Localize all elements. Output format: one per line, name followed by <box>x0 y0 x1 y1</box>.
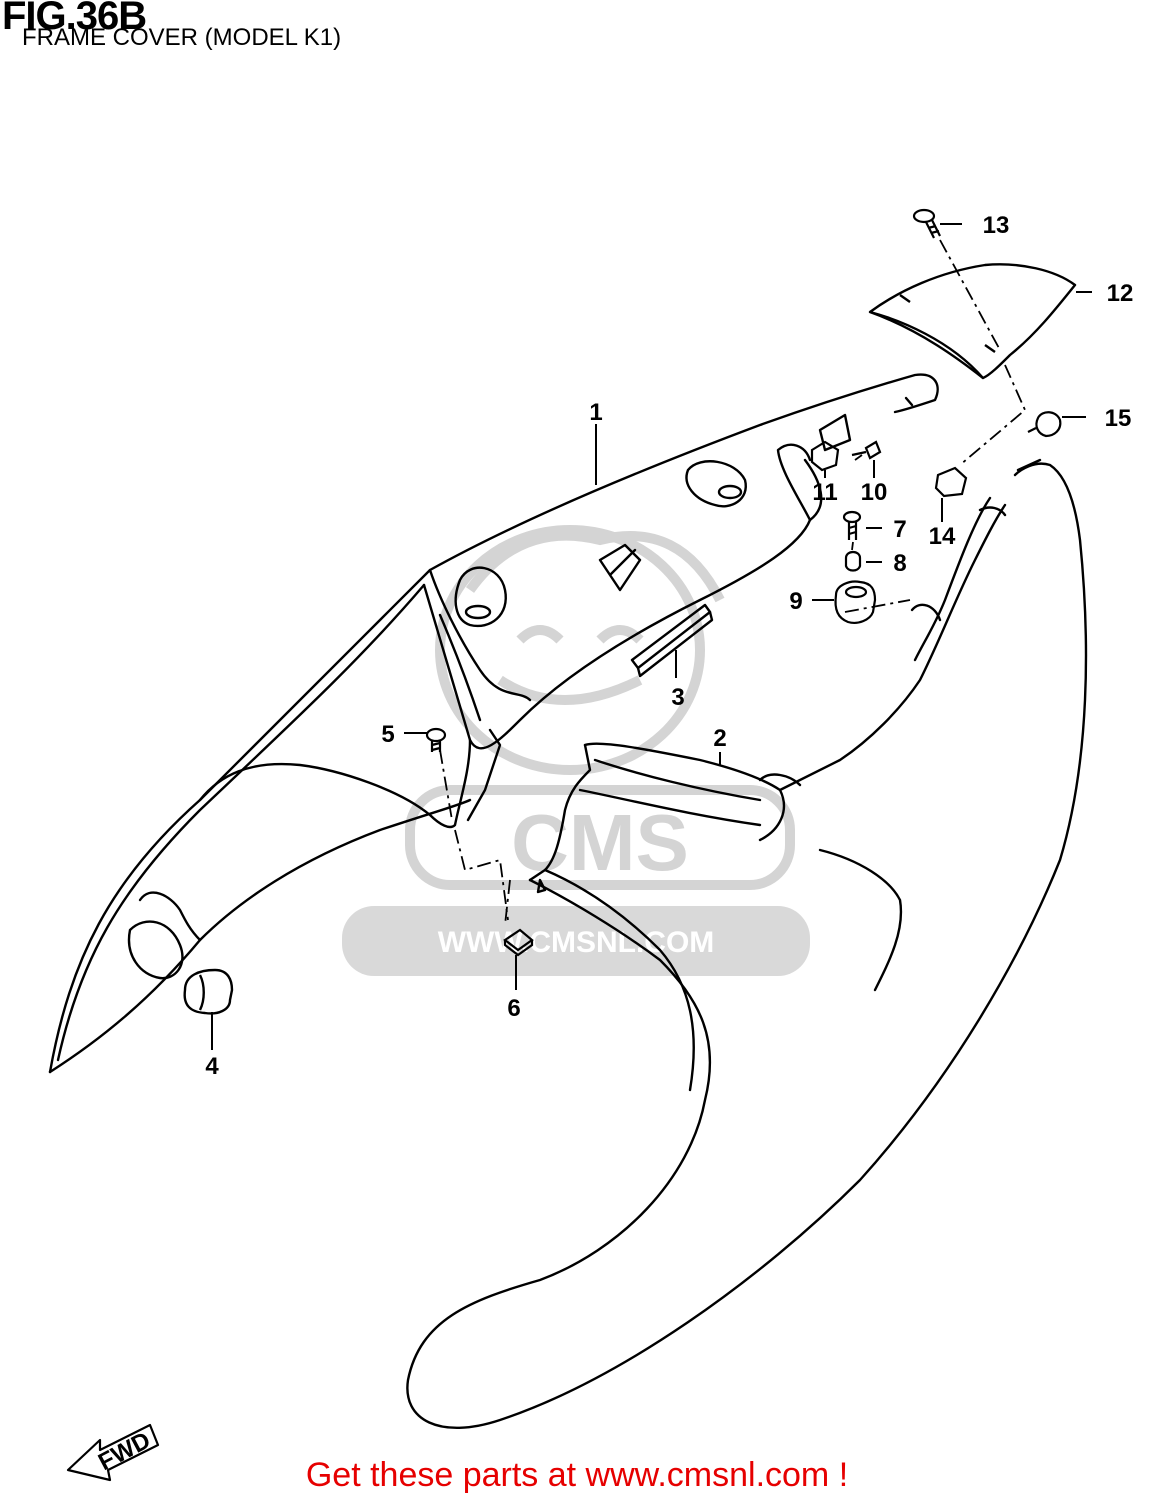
part-3-cushion <box>630 603 714 678</box>
callout-2: 2 <box>713 725 726 752</box>
part-10-screw <box>851 440 882 460</box>
part-12-top-cover <box>868 263 1077 380</box>
part-5-screw <box>425 727 447 752</box>
callout-4: 4 <box>205 1053 219 1080</box>
callout-14: 14 <box>929 523 956 550</box>
callout-9: 9 <box>789 588 802 615</box>
callout-6: 6 <box>507 995 520 1022</box>
part-2-side-cover <box>406 458 1088 1429</box>
watermark-mascot-horns <box>465 530 725 603</box>
part-8-nut <box>844 550 862 572</box>
part-13-screw <box>912 208 941 239</box>
watermark-url-box <box>342 906 810 976</box>
part-9-damper <box>834 580 877 624</box>
watermark-mascot-face <box>497 625 644 705</box>
callout-5: 5 <box>381 721 394 748</box>
part-11-cushion <box>810 440 840 472</box>
watermark-logo-box <box>405 785 795 890</box>
callout-11: 11 <box>812 479 837 506</box>
part-14-cushion <box>934 466 968 498</box>
watermark <box>405 525 795 890</box>
watermark-mascot-head <box>435 525 705 775</box>
callout-3: 3 <box>671 684 684 711</box>
part-7-screw <box>842 510 862 540</box>
assembly-lines <box>439 239 1027 926</box>
figure-subtitle: FRAME COVER (MODEL K1) <box>22 24 342 51</box>
figure-title: FIG.36B <box>2 0 147 38</box>
callout-7: 7 <box>893 516 906 543</box>
callout-15: 15 <box>1105 405 1132 432</box>
part-6-clip-nut <box>503 928 534 957</box>
callout-13: 13 <box>983 212 1010 239</box>
part-4-grommet <box>183 968 234 1015</box>
callout-12: 12 <box>1107 280 1134 307</box>
leader-lines <box>211 223 1092 1050</box>
footer-link[interactable]: Get these parts at www.cmsnl.com ! <box>305 1456 849 1494</box>
callout-8: 8 <box>893 550 906 577</box>
callout-10: 10 <box>861 479 888 506</box>
part-15-clip <box>1027 411 1062 438</box>
callout-1: 1 <box>589 399 602 426</box>
watermark-url: WWW.CMSNL.COM <box>438 926 715 959</box>
part-1-tail-cover <box>48 373 939 1074</box>
